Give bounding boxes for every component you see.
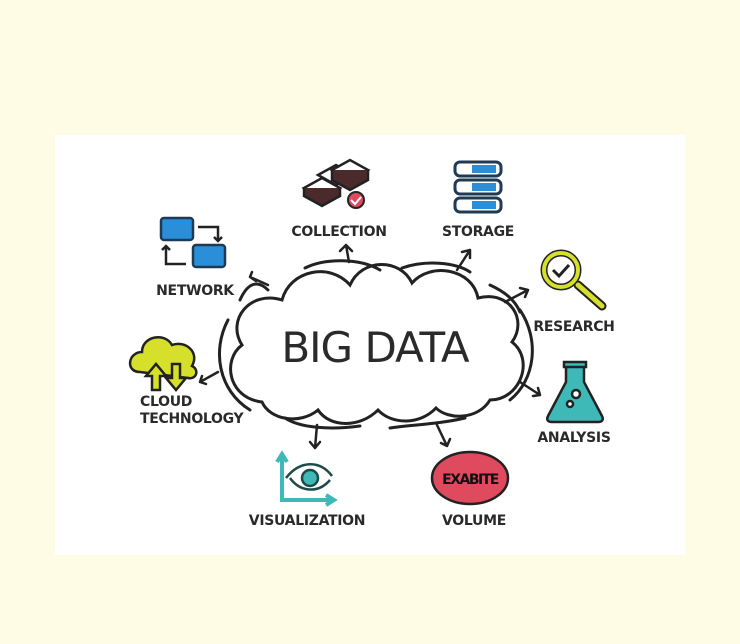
connector-arrows <box>198 243 542 450</box>
label-visualization: VISUALIZATION <box>249 513 365 529</box>
network-icon <box>159 216 227 269</box>
label-research: RESEARCH <box>533 319 614 335</box>
research-magnifier-icon <box>540 249 607 311</box>
label-network: NETWORK <box>156 283 235 299</box>
label-collection: COLLECTION <box>291 224 386 240</box>
volume-badge-text: EXABITE <box>442 472 499 488</box>
label-storage: STORAGE <box>442 224 514 240</box>
storage-icon <box>453 160 503 214</box>
collection-icon <box>301 158 371 209</box>
label-volume: VOLUME <box>442 513 506 529</box>
analysis-flask-icon <box>545 360 605 424</box>
volume-badge-icon: EXABITE <box>430 450 510 506</box>
central-cloud <box>217 259 534 430</box>
cloud-technology-icon <box>128 336 198 392</box>
label-cloud-line1: CLOUD <box>140 394 192 410</box>
label-cloud-line2: TECHNOLOGY <box>140 411 245 427</box>
label-analysis: ANALYSIS <box>537 430 610 446</box>
visualization-eye-chart-icon <box>275 450 338 507</box>
central-title: BIG DATA <box>281 323 470 372</box>
